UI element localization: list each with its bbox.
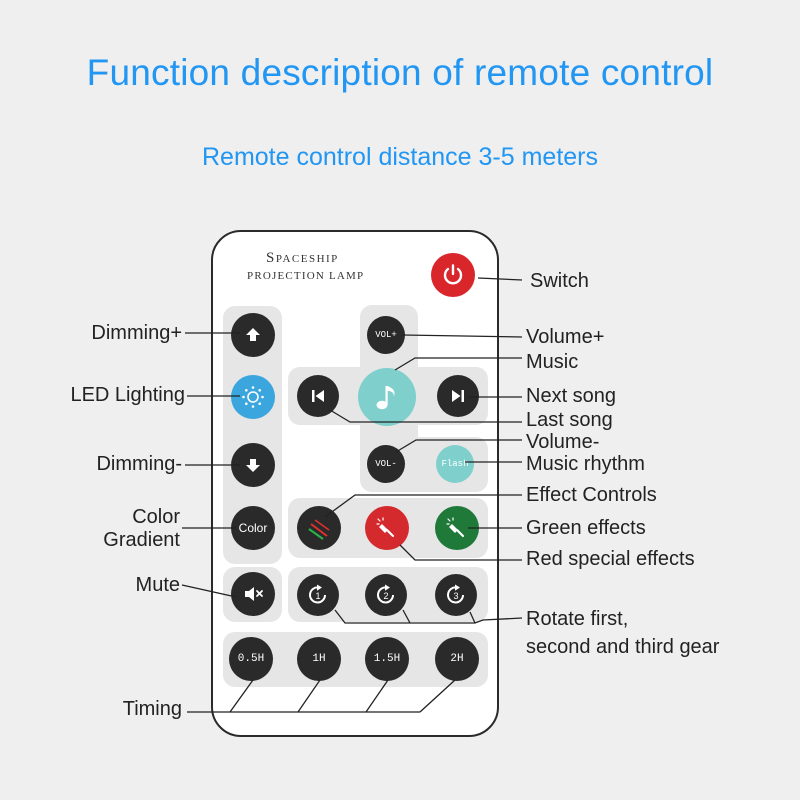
label-music: Music	[526, 351, 579, 373]
rotate-2-icon: 2	[377, 584, 394, 604]
torch-icon	[376, 517, 395, 538]
music-button[interactable]	[358, 368, 416, 426]
svg-text:2: 2	[383, 591, 388, 601]
svg-text:3: 3	[453, 591, 458, 601]
power-icon	[443, 264, 463, 285]
label-color-line-2: Gradient	[103, 529, 180, 551]
rotate-third-gear-button[interactable]: 3	[435, 574, 477, 616]
label-switch: Switch	[530, 270, 589, 292]
label-next-song: Next song	[526, 385, 617, 407]
timer-0-5h-button[interactable]: 0.5H	[229, 637, 273, 681]
color-gradient-button[interactable]: Color	[231, 506, 275, 550]
power-button[interactable]	[431, 253, 475, 297]
last-song-button[interactable]	[297, 375, 339, 417]
label-volume-up: Volume+	[526, 326, 605, 348]
mute-button[interactable]	[231, 572, 275, 616]
volume-down-button[interactable]: VOL-	[367, 445, 405, 483]
torch-icon	[446, 517, 465, 538]
dimming-down-button[interactable]	[231, 443, 275, 487]
label-last-song: Last song	[526, 409, 613, 431]
laser-beams-icon	[308, 519, 330, 540]
rotate-3-icon: 3	[447, 584, 464, 604]
green-effects-button[interactable]	[435, 506, 479, 550]
music-note-icon	[376, 386, 395, 410]
label-timing: Timing	[122, 698, 182, 720]
previous-track-icon	[312, 390, 324, 402]
label-rotate-line-1: Rotate first,	[526, 608, 629, 630]
timer-1h-button[interactable]: 1H	[297, 637, 341, 681]
page-subtitle: Remote control distance 3-5 meters	[201, 143, 598, 171]
svg-text:1: 1	[315, 591, 320, 601]
label-volume-down: Volume-	[526, 431, 600, 453]
label-led-lighting: LED Lighting	[70, 384, 185, 406]
next-track-icon	[452, 390, 464, 402]
timer-2h-button[interactable]: 2H	[435, 637, 479, 681]
label-dimming-down: Dimming-	[96, 453, 182, 475]
arrow-down-icon	[246, 459, 260, 472]
dimming-up-button[interactable]	[231, 313, 275, 357]
rotate-first-gear-button[interactable]: 1	[297, 574, 339, 616]
label-color-line-1: Color	[132, 506, 180, 528]
brand-line-2: PROJECTION LAMP	[247, 270, 365, 282]
page-title: Function description of remote control	[86, 52, 714, 93]
flash-button[interactable]: Flash	[436, 445, 474, 483]
next-song-button[interactable]	[437, 375, 479, 417]
label-effect-controls: Effect Controls	[526, 484, 657, 506]
red-effects-button[interactable]	[365, 506, 409, 550]
effect-controls-button[interactable]	[297, 506, 341, 550]
timer-1-5h-button[interactable]: 1.5H	[365, 637, 409, 681]
label-green-effects: Green effects	[526, 517, 646, 539]
brand-line-1: Spaceship	[266, 250, 339, 266]
label-rotate-line-2: second and third gear	[526, 636, 720, 658]
volume-up-button[interactable]: VOL+	[367, 316, 405, 354]
label-dimming-up: Dimming+	[91, 322, 182, 344]
rotate-1-icon: 1	[309, 584, 326, 604]
label-mute: Mute	[135, 574, 180, 596]
rotate-second-gear-button[interactable]: 2	[365, 574, 407, 616]
arrow-up-icon	[246, 328, 260, 341]
led-lighting-button[interactable]	[231, 375, 275, 419]
label-red-effects: Red special effects	[526, 548, 695, 570]
mute-icon	[245, 587, 263, 601]
label-music-rhythm: Music rhythm	[526, 453, 645, 475]
sun-icon	[242, 386, 264, 408]
